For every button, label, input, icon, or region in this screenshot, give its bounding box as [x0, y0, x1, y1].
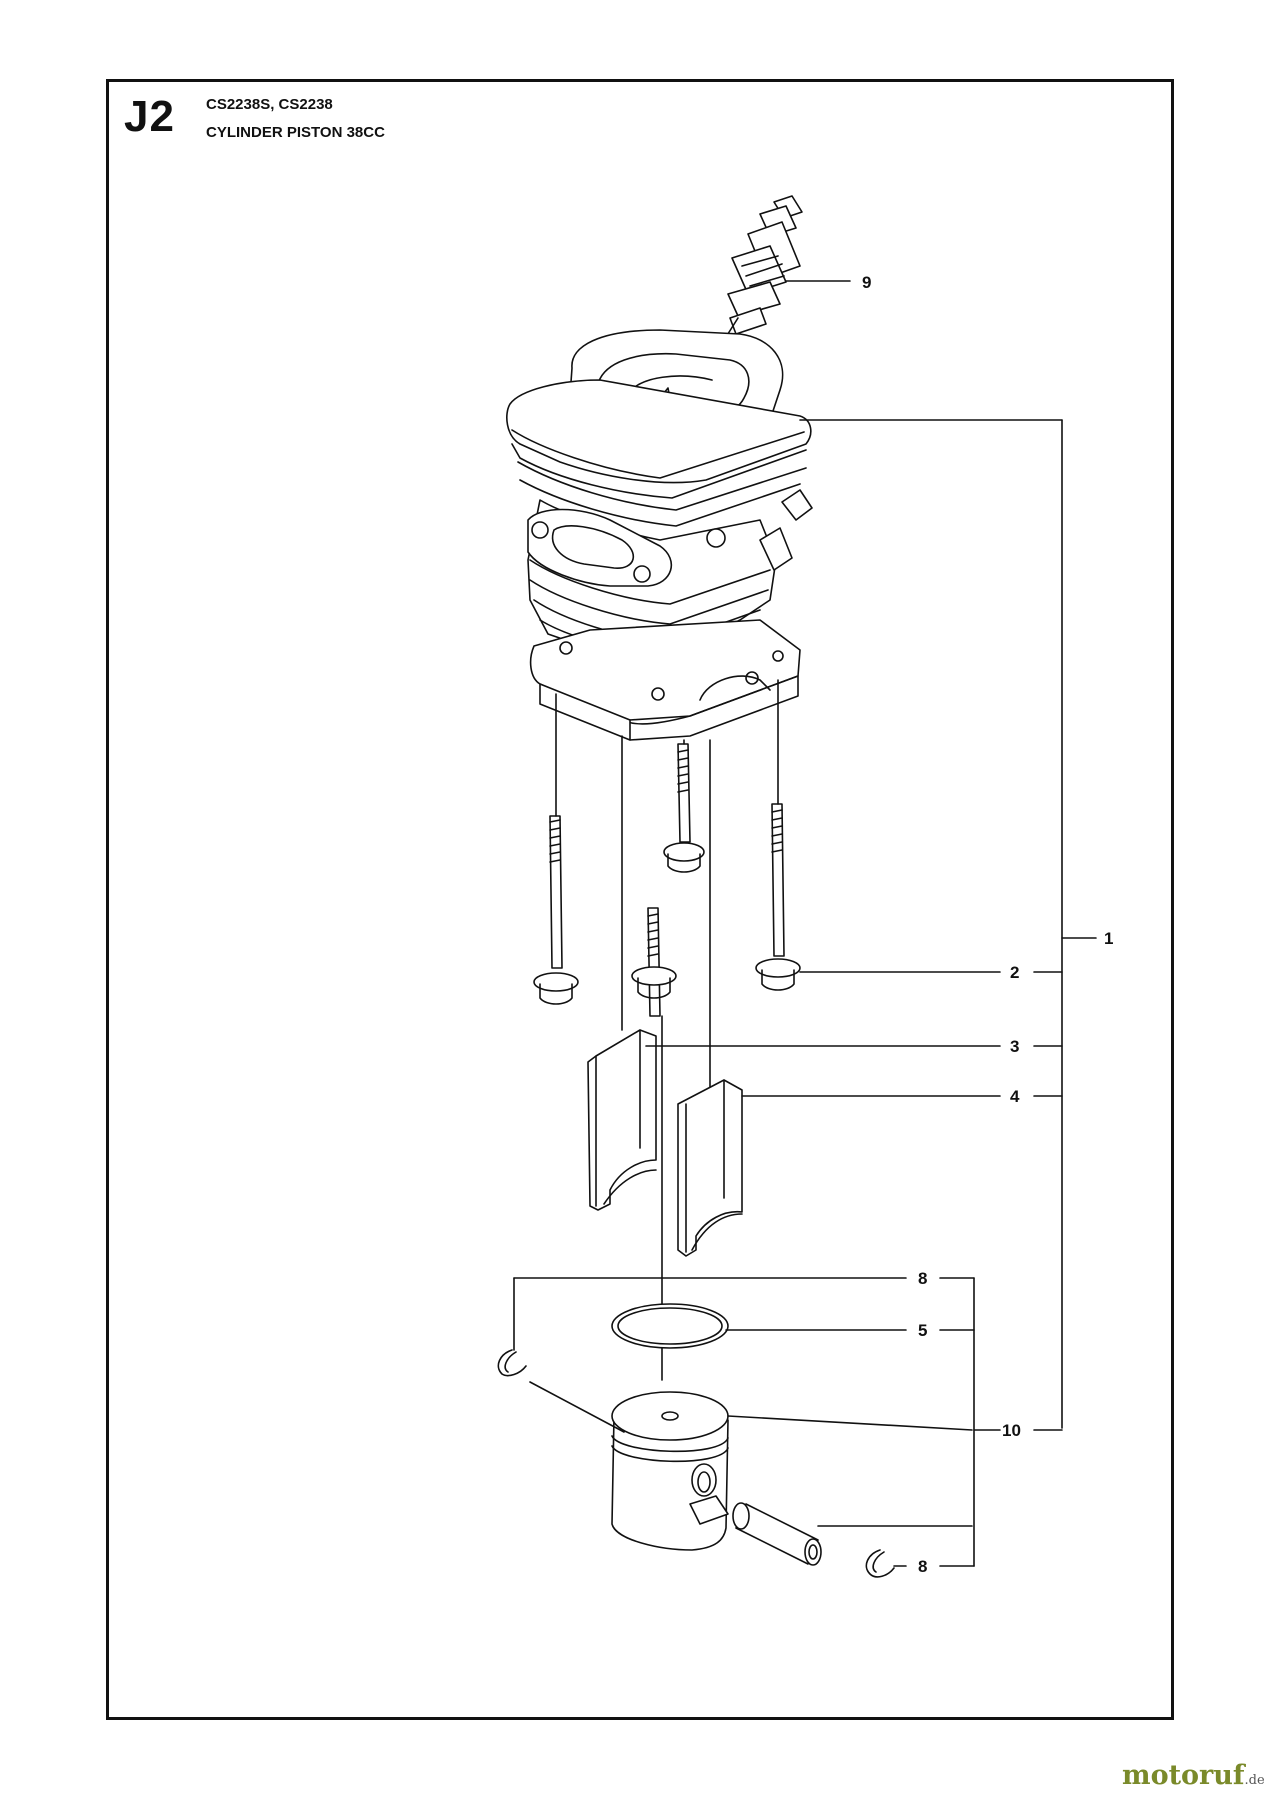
retainer-clips: [497, 1349, 895, 1578]
transfer-port-covers: [587, 1029, 743, 1257]
model-list: CS2238S, CS2238: [206, 96, 333, 113]
watermark-brand: motoruf: [1122, 1760, 1245, 1791]
callout-2: 2: [1010, 963, 1019, 982]
sheet-title: CYLINDER PISTON 38CC: [206, 124, 385, 141]
watermark-logo: motoruf.de: [1122, 1760, 1265, 1791]
piston-pin: [732, 1502, 822, 1566]
callout-8-top: 8: [918, 1269, 927, 1288]
piston-ring: [611, 1303, 729, 1349]
callout-9: 9: [862, 273, 871, 292]
piston: [611, 1391, 729, 1551]
drawing-frame: [106, 79, 1174, 1720]
spark-plug: [727, 195, 803, 335]
callout-1: 1: [1104, 929, 1113, 948]
callout-3: 3: [1010, 1037, 1019, 1056]
callout-10: 10: [1002, 1421, 1021, 1440]
cylinder-bolts: [533, 743, 801, 1017]
cylinder: [506, 329, 813, 741]
sheet-code: J2: [124, 92, 175, 141]
callout-8-bottom: 8: [918, 1557, 927, 1576]
watermark-suffix: .de: [1244, 1773, 1265, 1788]
callout-4: 4: [1010, 1087, 1020, 1106]
callout-5: 5: [918, 1321, 927, 1340]
